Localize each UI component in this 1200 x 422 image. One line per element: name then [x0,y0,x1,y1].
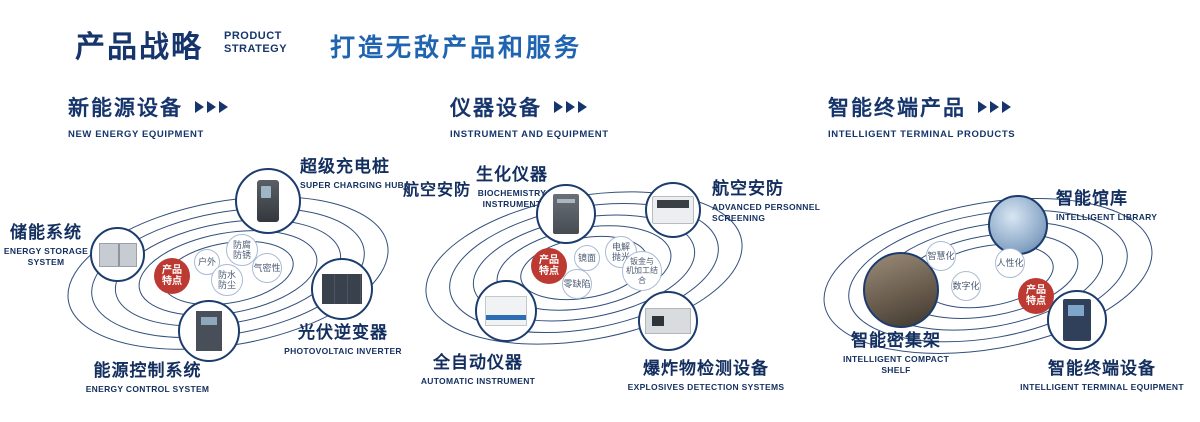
product-name: 超级充电桩 [300,157,390,176]
product-label-energy-storage: 储能系统 ENERGY STORAGE SYSTEM [2,218,90,268]
product-features-badge: 产品 特点 [531,248,567,284]
product-circle-aviation-security [645,182,701,238]
chevrons-right-icon [195,101,228,113]
product-features-badge: 产品 特点 [1018,278,1054,314]
terminal-kiosk-image [1063,299,1091,341]
product-circle-photovoltaic-inverter [311,258,373,320]
product-name: 爆炸物检测设备 [643,359,769,378]
feature-bubble: 人性化 [995,248,1025,278]
feature-bubble: 零缺陷 [562,269,592,299]
product-label-super-charging-hub: 超级充电桩 SUPER CHARGING HUB [300,152,404,191]
product-label-aviation-security: 航空安防 ADVANCED PERSONNEL SCREENING [712,174,820,224]
product-name: 智能终端设备 [1048,359,1156,378]
chevrons-right-icon [978,101,1011,113]
section-title: 智能终端产品 [828,97,966,120]
chevron-icon [978,101,987,113]
section-subtitle: INTELLIGENT TERMINAL PRODUCTS [828,129,1016,140]
chevron-icon [195,101,204,113]
product-circle-explosives-detection [638,291,698,351]
product-name-en: PHOTOVOLTAIC INVERTER [284,346,402,356]
chevron-icon [1002,101,1011,113]
explosives-detector-image [645,308,691,334]
product-label-photovoltaic-inverter: 光伏逆变器 PHOTOVOLTAIC INVERTER [277,318,409,357]
product-name-en: AUTOMATIC INSTRUMENT [420,376,536,386]
product-name: 生化仪器 [476,165,548,184]
section-subtitle: INSTRUMENT AND EQUIPMENT [450,129,609,140]
product-name-en: BIOCHEMISTRY INSTRUMENT [477,188,547,210]
section-header-new-energy: 新能源设备 NEW ENERGY EQUIPMENT [68,92,228,140]
product-name-en: ENERGY STORAGE SYSTEM [3,246,89,268]
feature-bubble: 镜面 [574,245,600,271]
product-circle-intelligent-compact-shelf [863,252,939,328]
product-name: 全自动仪器 [433,353,523,372]
product-label-explosives-detection: 爆炸物检测设备 EXPLOSIVES DETECTION SYSTEMS [626,354,786,393]
feature-bubble: 数字化 [951,271,981,301]
page-title: 产品战略 [75,31,203,64]
feature-bubble: 防水 防尘 [211,264,243,296]
section-title: 新能源设备 [68,97,183,120]
feature-bubble: 气密性 [252,253,282,283]
product-name: 能源控制系统 [93,361,202,380]
product-name-en: INTELLIGENT COMPACT SHELF [842,354,950,376]
chevrons-right-icon [554,101,587,113]
feature-bubble: 智慧化 [926,241,956,271]
inverter-image [322,274,362,304]
product-features-badge: 产品 特点 [154,258,190,294]
control-cabinet-image [196,311,222,351]
product-circle-super-charging-hub [235,168,301,234]
product-circle-automatic-instrument [475,280,537,342]
product-name: 光伏逆变器 [298,323,388,342]
product-name: 智能密集架 [851,331,941,350]
page-title-en: PRODUCT STRATEGY [224,30,288,56]
product-name-en: SUPER CHARGING HUB [300,180,405,190]
product-name-en: INTELLIGENT TERMINAL EQUIPMENT [1020,382,1184,392]
chevron-icon [566,101,575,113]
product-circle-intelligent-library [988,195,1048,255]
chevron-icon [990,101,999,113]
product-name-en: EXPLOSIVES DETECTION SYSTEMS [627,382,785,392]
product-label-intelligent-library: 智能馆库 INTELLIGENT LIBRARY [1056,184,1157,223]
automatic-instrument-image [485,296,527,326]
product-circle-energy-control [178,300,240,362]
chevron-icon [219,101,228,113]
product-name: 航空安防 [712,179,784,198]
product-circle-energy-storage [90,227,145,282]
chevron-icon [578,101,587,113]
section-title: 仪器设备 [450,97,542,120]
product-name: 储能系统 [10,223,82,242]
product-name: 智能馆库 [1056,189,1128,208]
product-name-en: INTELLIGENT LIBRARY [1056,212,1158,222]
screening-machine-image [652,196,694,224]
product-label-biochemistry-instrument: 生化仪器 BIOCHEMISTRY INSTRUMENT [459,160,565,210]
product-label-intelligent-compact-shelf: 智能密集架 INTELLIGENT COMPACT SHELF [822,326,970,376]
biochemistry-instrument-image [553,194,579,234]
section-header-intelligent-terminal: 智能终端产品 INTELLIGENT TERMINAL PRODUCTS [828,92,1015,140]
section-header-instrument: 仪器设备 INSTRUMENT AND EQUIPMENT [450,92,609,140]
label-aviation-security: 航空安防 [403,182,472,199]
section-subtitle: NEW ENERGY EQUIPMENT [68,129,204,140]
product-label-energy-control: 能源控制系统 ENERGY CONTROL SYSTEM [60,356,235,395]
chevron-icon [554,101,563,113]
product-label-intelligent-terminal-equipment: 智能终端设备 INTELLIGENT TERMINAL EQUIPMENT [1018,354,1186,393]
product-name-en: ADVANCED PERSONNEL SCREENING [712,202,821,224]
product-label-automatic-instrument: 全自动仪器 AUTOMATIC INSTRUMENT [408,348,548,387]
charging-pile-image [257,180,279,222]
chevron-icon [207,101,216,113]
slogan: 打造无敌产品和服务 [330,34,583,62]
product-name-en: ENERGY CONTROL SYSTEM [85,384,210,394]
feature-bubble: 钣金与 机加工结合 [622,251,662,291]
storage-cabinet-image [98,242,137,267]
product-circle-intelligent-terminal-equipment [1047,290,1107,350]
product-circle-biochemistry-instrument [536,184,596,244]
